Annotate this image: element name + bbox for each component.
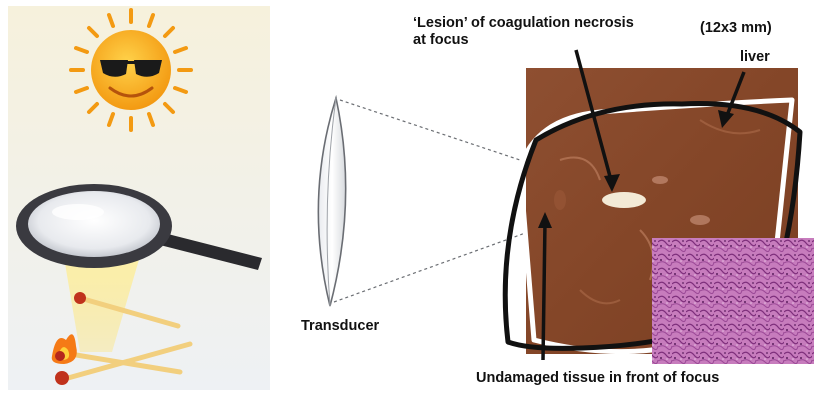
lesion-spot <box>602 192 646 208</box>
liver-label: liver <box>740 49 770 66</box>
transducer-lens-icon <box>318 98 345 306</box>
undamaged-arrow <box>543 222 545 360</box>
undamaged-tissue-label: Undamaged tissue in front of focus <box>476 370 719 387</box>
lesion-label: ‘Lesion’ of coagulation necrosis at focu… <box>413 15 649 49</box>
transducer-label: Transducer <box>301 318 379 335</box>
size-label: (12x3 mm) <box>700 20 772 37</box>
histology-inset <box>652 238 814 364</box>
burning-glass-illustration <box>8 6 270 390</box>
